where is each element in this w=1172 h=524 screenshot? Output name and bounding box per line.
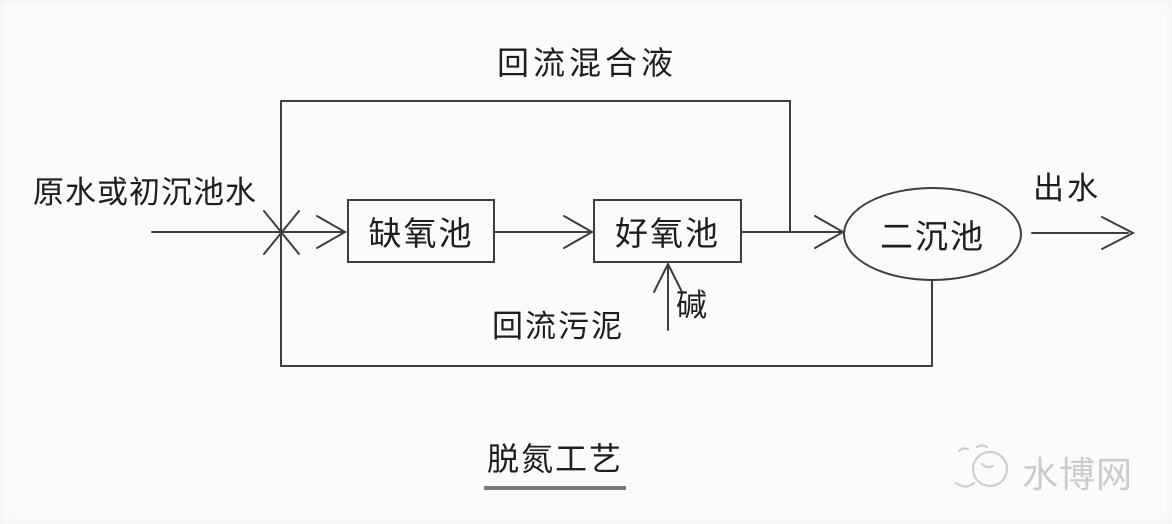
- watermark-text: 水博网: [1022, 454, 1134, 495]
- alkali-label: 碱: [676, 288, 707, 323]
- effluent-arrow: [1031, 216, 1136, 250]
- influent-label: 原水或初沉池水: [33, 175, 257, 210]
- watermark-logo water-drop-mascot-icon: [954, 444, 1009, 488]
- anoxic-to-aerobic-line: [494, 215, 595, 249]
- arrow-into-anoxic: [316, 215, 348, 249]
- secondary-clarifier-node: 二沉池: [843, 187, 1022, 281]
- top-recycle-label: 回流混合液: [497, 45, 678, 81]
- effluent-label: 出水: [1033, 171, 1101, 206]
- aerobic-tank-label: 好氧池: [615, 215, 720, 252]
- diagram-title: 脱氮工艺: [484, 434, 627, 490]
- bottom-recycle-label: 回流污泥: [492, 309, 624, 344]
- anoxic-tank-node: 缺氧池: [347, 199, 495, 263]
- alkali-dosing-arrow: [653, 261, 683, 331]
- top-recycle-loop: [280, 100, 791, 367]
- bottom-sludge-return-loop: [280, 280, 933, 367]
- anoxic-tank-label: 缺氧池: [368, 215, 474, 252]
- aerobic-tank-node: 好氧池: [593, 199, 742, 263]
- secondary-clarifier-label: 二沉池: [880, 218, 985, 255]
- aerobic-to-clarifier-line: [741, 215, 846, 249]
